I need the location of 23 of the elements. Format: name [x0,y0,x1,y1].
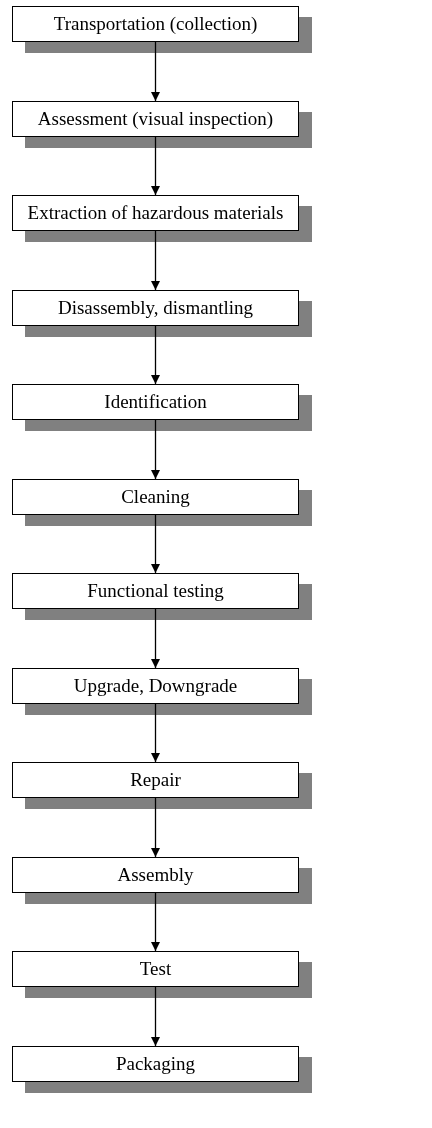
step-label: Cleaning [121,486,190,508]
step-label: Repair [130,769,181,791]
step-label: Transportation (collection) [53,13,258,35]
step-label: Assembly [117,864,194,886]
arrow [151,797,160,858]
arrow [151,986,160,1047]
step-label: Extraction of hazardous materials [27,202,284,224]
arrow [151,230,160,291]
arrow [151,703,160,763]
step-label: Functional testing [87,580,224,602]
step-label: Assessment (visual inspection) [37,108,274,130]
arrow [151,41,160,102]
arrow [151,514,160,574]
arrow [151,136,160,196]
step-label: Test [139,958,172,980]
arrow [151,325,160,385]
step-label: Disassembly, dismantling [57,297,254,319]
arrow [151,892,160,952]
step-label: Upgrade, Downgrade [73,675,238,697]
arrow [151,608,160,669]
step-label: Packaging [115,1053,196,1075]
arrow [151,419,160,480]
step-label: Identification [104,391,207,413]
